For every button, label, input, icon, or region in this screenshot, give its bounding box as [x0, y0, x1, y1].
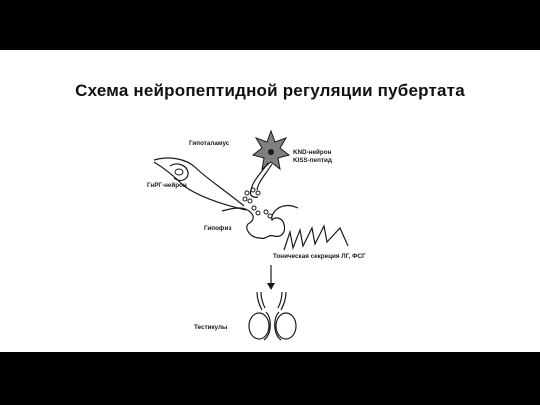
neuroendocrine-diagram: Гипоталамус KND-нейрон KISS-пептид ГнРГ-…: [147, 129, 366, 341]
label-gnrh-neuron: ГнРГ-нейрон: [147, 181, 187, 189]
label-pituitary: Гипофиз: [204, 225, 231, 232]
label-kiss-peptide: KISS-пептид: [293, 157, 332, 164]
label-tonic-secretion: Тоническая секреция ЛГ, ФСГ: [273, 253, 366, 260]
slide-title: Схема нейропептидной регуляции пубертата: [75, 81, 465, 100]
testicles-illustration: [248, 291, 297, 341]
gnrh-neuron: [153, 157, 247, 211]
slide: Схема нейропептидной регуляции пубертата…: [0, 50, 540, 352]
kiss-release-dots: [242, 187, 273, 219]
pulsatile-secretion-curve: [283, 224, 349, 251]
arrow-down-icon: [267, 265, 275, 290]
label-testicles: Тестикулы: [194, 324, 227, 331]
label-hypothalamus: Гипоталамус: [189, 140, 230, 147]
pituitary-outline: [221, 205, 299, 240]
label-knd-neuron: KND-нейрон: [293, 148, 332, 156]
star-neuron-icon: [251, 129, 291, 171]
